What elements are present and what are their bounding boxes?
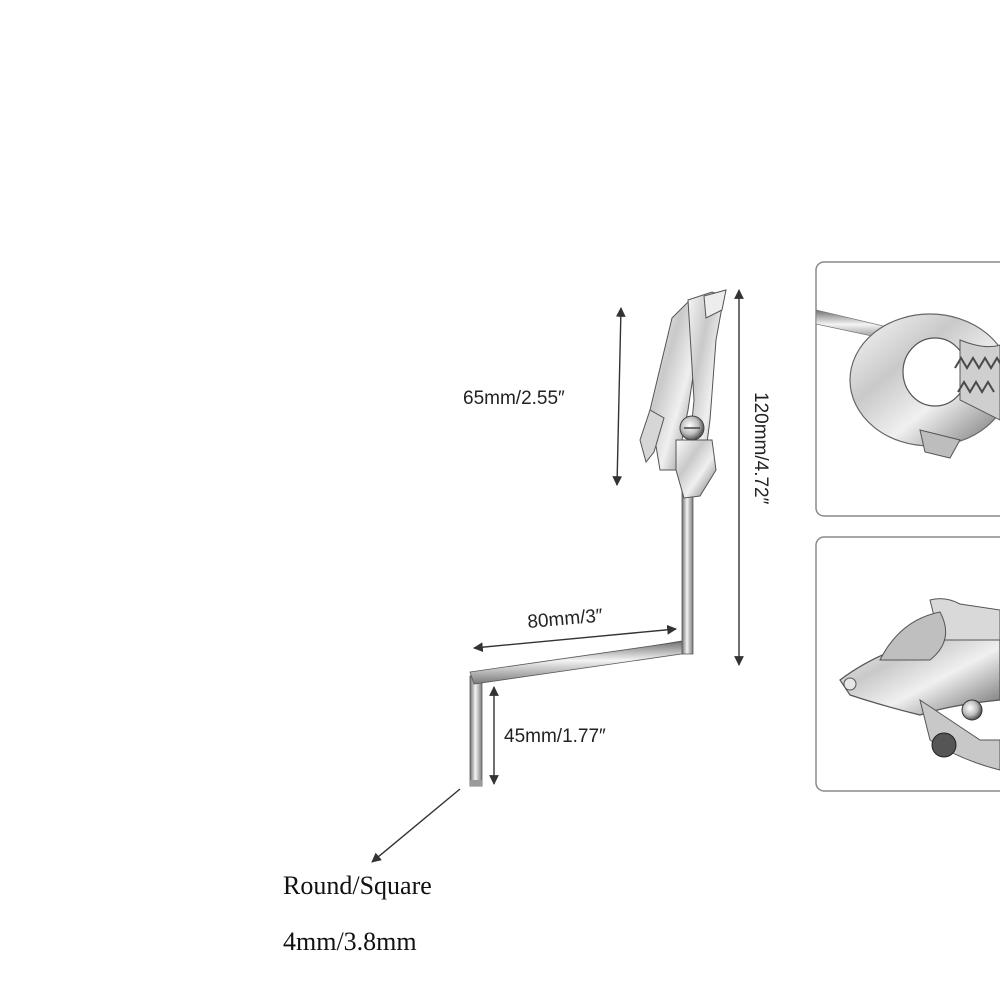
dimension-clip-height: 65mm/2.55″: [463, 307, 626, 486]
lyre: [469, 289, 727, 787]
material-callout: Round/Square 4mm/3.8mm: [283, 788, 461, 956]
bottom-screw: [961, 699, 983, 721]
spring: [954, 356, 1000, 394]
clip-height-label: 65mm/2.55″: [463, 388, 565, 409]
post-height-label: 45mm/1.77″: [504, 726, 606, 747]
inset-photo-top: [815, 261, 1000, 517]
material-size-label: 4mm/3.8mm: [283, 927, 417, 956]
arm-length-label: 80mm/3″: [527, 605, 604, 633]
material-shape-label: Round/Square: [283, 871, 432, 900]
dimension-arm-length: 80mm/3″: [473, 605, 677, 653]
dimension-post-height: 45mm/1.77″: [489, 686, 606, 785]
dimension-total-height: 120mm/4.72″: [734, 289, 771, 666]
rod-end: [470, 780, 482, 786]
inset-photo-bottom: [815, 536, 1000, 792]
lyre-clip: [639, 289, 727, 499]
total-height-label: 120mm/4.72″: [750, 392, 771, 505]
